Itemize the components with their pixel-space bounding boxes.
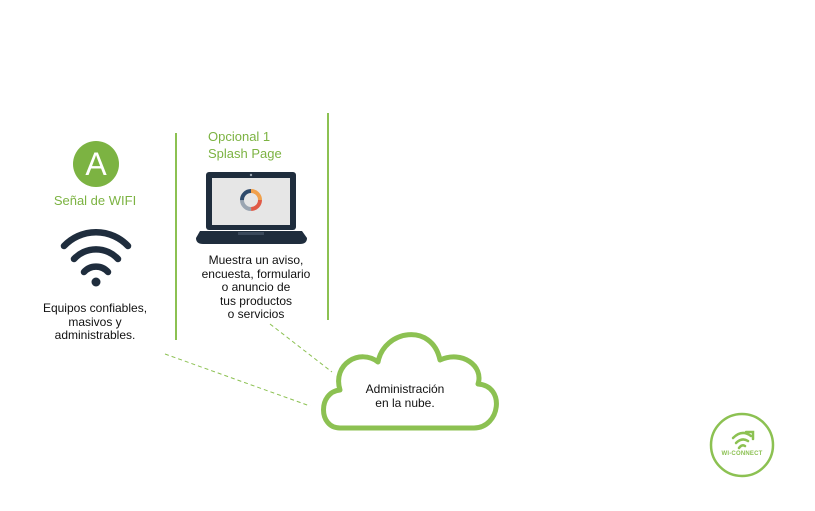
splash-page-description: Muestra un aviso, encuesta, formulario o…: [201, 253, 311, 321]
optional-label: Opcional 1: [208, 129, 271, 144]
splash-page-title: Opcional 1 Splash Page: [208, 128, 308, 162]
badge-a: A: [73, 141, 119, 187]
cloud-icon: [321, 332, 499, 431]
divider-left: [175, 133, 177, 340]
wifi-icon: [60, 229, 132, 287]
wifi-description: Equipos confiables, masivos y administra…: [42, 301, 148, 342]
laptop-icon: [196, 172, 307, 244]
cloud-label: Administración en la nube.: [365, 382, 445, 410]
logo-badge: [709, 412, 775, 478]
donut-chart-icon: [240, 189, 262, 211]
connector-left: [164, 353, 311, 407]
splash-page-label: Splash Page: [208, 146, 282, 161]
connector-middle: [269, 323, 333, 373]
logo-text: WI-CONNECT: [721, 451, 763, 457]
divider-right: [327, 113, 329, 320]
wifi-signal-title: Señal de WIFI: [53, 193, 137, 208]
wi-connect-logo-icon: WI-CONNECT: [709, 412, 775, 478]
